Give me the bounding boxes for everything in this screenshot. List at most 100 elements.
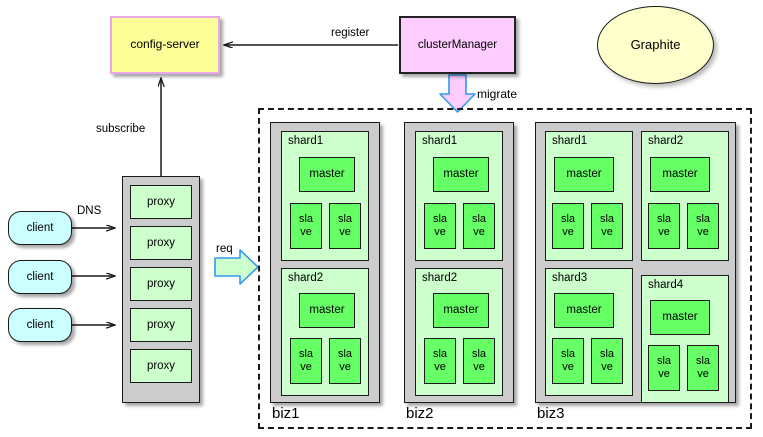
master-node-biz2-shard2[interactable]: master xyxy=(433,293,489,328)
slave-node-biz2-shard1-a[interactable]: sla ve xyxy=(424,203,456,249)
config-server-label: config-server xyxy=(130,37,200,52)
cluster-manager-label: clusterManager xyxy=(417,38,498,51)
shard-label-biz2-shard1: shard1 xyxy=(422,135,458,147)
shard-label-biz1-shard2: shard2 xyxy=(288,272,324,284)
proxy-node-1[interactable]: proxy xyxy=(130,185,192,219)
client-node-3[interactable]: client xyxy=(8,308,72,342)
slave-line-2: ve xyxy=(300,361,312,373)
migrate-block-arrow xyxy=(439,74,476,113)
client-node-2[interactable]: client xyxy=(8,260,72,294)
biz-label-3: biz3 xyxy=(537,405,565,422)
slave-line-1: sla xyxy=(298,348,314,361)
slave-node-biz3-shard4-a[interactable]: sla ve xyxy=(648,345,680,391)
config-server-node[interactable]: config-server xyxy=(110,16,220,74)
master-node-biz3-shard2[interactable]: master xyxy=(650,157,710,192)
slave-line-2: ve xyxy=(473,226,485,238)
client-label-3: client xyxy=(26,318,54,331)
slave-line-1: sla xyxy=(337,213,353,226)
edge-label-register: register xyxy=(331,27,370,39)
slave-line-1: sla xyxy=(695,213,711,226)
slave-line-2: ve xyxy=(601,361,613,373)
cluster-manager-node[interactable]: clusterManager xyxy=(399,16,516,74)
master-node-biz3-shard3[interactable]: master xyxy=(554,293,614,328)
slave-line-2: ve xyxy=(601,226,613,238)
proxy-label-5: proxy xyxy=(146,359,176,372)
slave-line-1: sla xyxy=(695,355,711,368)
proxy-node-3[interactable]: proxy xyxy=(130,267,192,301)
slave-line-1: sla xyxy=(337,348,353,361)
slave-node-biz3-shard2-b[interactable]: sla ve xyxy=(687,203,719,249)
slave-line-2: ve xyxy=(339,361,351,373)
slave-node-biz3-shard1-a[interactable]: sla ve xyxy=(552,203,584,249)
proxy-label-2: proxy xyxy=(146,236,176,249)
slave-node-biz2-shard1-b[interactable]: sla ve xyxy=(463,203,495,249)
master-label: master xyxy=(662,311,698,324)
master-node-biz3-shard4[interactable]: master xyxy=(650,300,710,335)
master-node-biz1-shard1[interactable]: master xyxy=(299,157,355,192)
slave-node-biz1-shard2-a[interactable]: sla ve xyxy=(290,338,322,384)
slave-node-biz1-shard2-b[interactable]: sla ve xyxy=(329,338,361,384)
shard-label-biz3-shard2: shard2 xyxy=(648,135,684,147)
slave-line-1: sla xyxy=(560,213,576,226)
slave-node-biz2-shard2-a[interactable]: sla ve xyxy=(424,338,456,384)
master-label: master xyxy=(566,304,602,317)
master-node-biz1-shard2[interactable]: master xyxy=(299,293,355,328)
master-label: master xyxy=(662,168,698,181)
slave-node-biz1-shard1-a[interactable]: sla ve xyxy=(290,203,322,249)
slave-line-1: sla xyxy=(471,348,487,361)
slave-line-2: ve xyxy=(562,226,574,238)
master-label: master xyxy=(443,304,479,317)
master-label: master xyxy=(309,304,345,317)
slave-node-biz3-shard2-a[interactable]: sla ve xyxy=(648,203,680,249)
slave-line-2: ve xyxy=(473,361,485,373)
client-node-1[interactable]: client xyxy=(8,211,72,245)
edge-label-dns: DNS xyxy=(77,205,102,217)
biz-label-2: biz2 xyxy=(406,405,434,422)
shard-label-biz1-shard1: shard1 xyxy=(288,135,324,147)
edge-label-req: req xyxy=(216,243,233,255)
slave-node-biz3-shard1-b[interactable]: sla ve xyxy=(591,203,623,249)
client-label-2: client xyxy=(26,270,54,283)
slave-line-1: sla xyxy=(471,213,487,226)
slave-line-1: sla xyxy=(560,348,576,361)
slave-node-biz3-shard3-b[interactable]: sla ve xyxy=(591,338,623,384)
slave-line-2: ve xyxy=(697,226,709,238)
slave-node-biz2-shard2-b[interactable]: sla ve xyxy=(463,338,495,384)
req-block-arrow xyxy=(214,249,259,285)
master-node-biz2-shard1[interactable]: master xyxy=(433,157,489,192)
slave-line-1: sla xyxy=(432,213,448,226)
slave-line-1: sla xyxy=(656,213,672,226)
slave-line-1: sla xyxy=(599,348,615,361)
slave-node-biz1-shard1-b[interactable]: sla ve xyxy=(329,203,361,249)
slave-line-1: sla xyxy=(432,348,448,361)
shard-label-biz2-shard2: shard2 xyxy=(422,272,458,284)
slave-line-2: ve xyxy=(300,226,312,238)
shard-label-biz3-shard4: shard4 xyxy=(648,279,684,291)
slave-line-2: ve xyxy=(562,361,574,373)
slave-line-2: ve xyxy=(697,368,709,380)
graphite-node[interactable]: Graphite xyxy=(597,6,714,84)
edge-label-subscribe: subscribe xyxy=(96,123,146,135)
proxy-label-3: proxy xyxy=(146,277,176,290)
slave-node-biz3-shard4-b[interactable]: sla ve xyxy=(687,345,719,391)
slave-line-1: sla xyxy=(599,213,615,226)
proxy-node-4[interactable]: proxy xyxy=(130,308,192,342)
proxy-label-4: proxy xyxy=(146,318,176,331)
slave-node-biz3-shard3-a[interactable]: sla ve xyxy=(552,338,584,384)
slave-line-1: sla xyxy=(298,213,314,226)
proxy-node-5[interactable]: proxy xyxy=(130,349,192,383)
edge-label-migrate: migrate xyxy=(477,87,518,101)
master-node-biz3-shard1[interactable]: master xyxy=(554,157,614,192)
proxy-label-1: proxy xyxy=(146,195,176,208)
slave-line-2: ve xyxy=(658,226,670,238)
cluster-region xyxy=(258,108,752,429)
slave-line-2: ve xyxy=(434,361,446,373)
graphite-label: Graphite xyxy=(630,36,681,52)
proxy-node-2[interactable]: proxy xyxy=(130,226,192,260)
biz-label-1: biz1 xyxy=(272,405,300,422)
master-label: master xyxy=(443,168,479,181)
shard-label-biz3-shard3: shard3 xyxy=(552,272,588,284)
slave-line-2: ve xyxy=(658,368,670,380)
